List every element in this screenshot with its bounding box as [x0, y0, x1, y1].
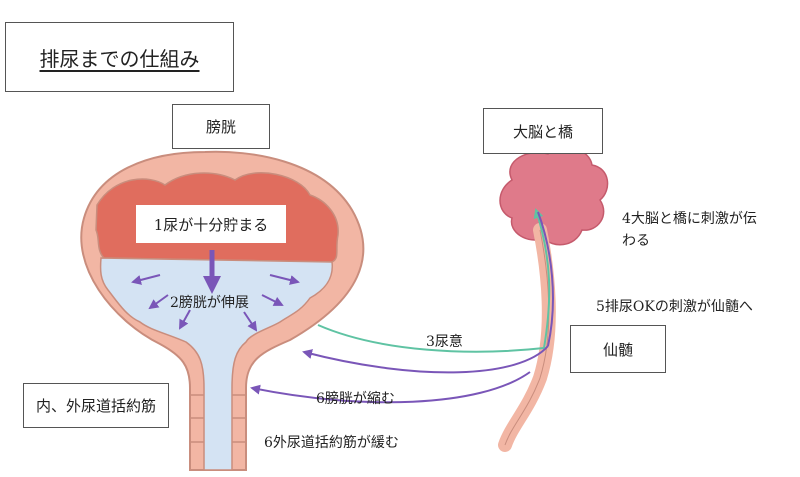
step6a-label: 6膀胱が縮む [316, 391, 395, 407]
brain-label-box: 大脳と橋 [483, 108, 603, 154]
sphincter-label: 内、外尿道括約筋 [35, 397, 156, 415]
step1-box: 1尿が十分貯まる [136, 205, 286, 243]
step5-label: 5排尿OKの刺激が仙髄へ [596, 299, 753, 315]
afferent-pathway [317, 208, 551, 353]
sacral-label-box: 仙髄 [570, 325, 666, 373]
page-title: 排尿までの仕組み [39, 46, 200, 71]
step6b-label: 6外尿道括約筋が緩む [264, 435, 399, 451]
bladder-label-box: 膀胱 [172, 104, 270, 149]
step3-label: 3尿意 [426, 334, 463, 350]
step2-label: 2膀胱が伸展 [170, 295, 249, 311]
title-box: 排尿までの仕組み [5, 22, 234, 92]
brain-label: 大脳と橋 [512, 122, 573, 141]
step4-label-line1: 4大脳と橋に刺激が伝 [622, 211, 757, 227]
step1-label: 1尿が十分貯まる [153, 215, 269, 234]
efferent-pathway [250, 211, 554, 404]
sphincter-label-box: 内、外尿道括約筋 [23, 383, 169, 428]
bladder-label: 膀胱 [205, 118, 236, 136]
sacral-label: 仙髄 [602, 340, 633, 359]
step4-label-line2: わる [622, 233, 650, 249]
stretch-arrows [131, 250, 300, 332]
